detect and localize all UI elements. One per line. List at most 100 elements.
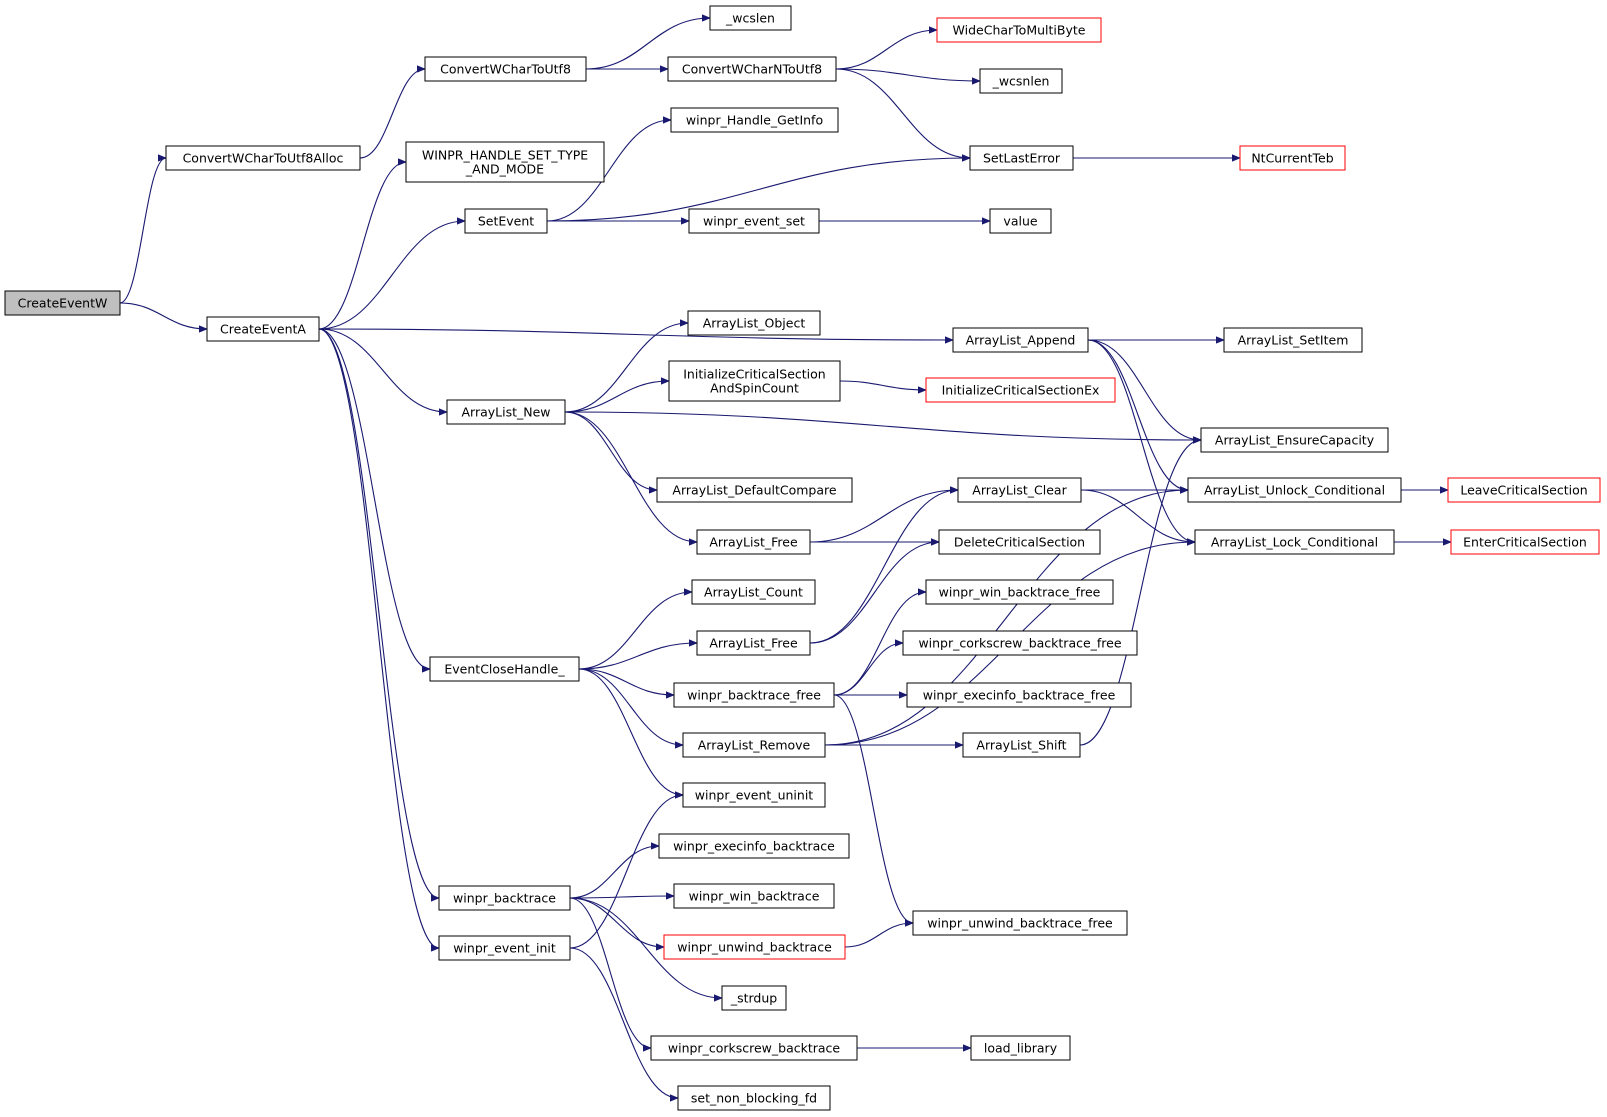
node-label: InitializeCriticalSectionEx: [942, 383, 1100, 398]
node-label-line: _strdup: [730, 991, 777, 1006]
node-label: CreateEventA: [220, 322, 306, 337]
node-label: winpr_backtrace_free: [687, 688, 821, 703]
node-label: WideCharToMultiByte: [953, 23, 1086, 38]
node-winpr_unwind_backtrace_free[interactable]: winpr_unwind_backtrace_free: [912, 910, 1128, 936]
node-winpr_handle_set_type[interactable]: WINPR_HANDLE_SET_TYPE_AND_MODE: [405, 141, 605, 183]
node-createeventw[interactable]: CreateEventW: [4, 290, 121, 316]
node-setevent[interactable]: SetEvent: [464, 208, 548, 234]
node-winpr_execinfo_backtrace_free[interactable]: winpr_execinfo_backtrace_free: [906, 682, 1132, 708]
node-createeventa[interactable]: CreateEventA: [206, 316, 320, 342]
node-label: ConvertWCharToUtf8Alloc: [183, 151, 344, 166]
node-label: ArrayList_Clear: [972, 483, 1067, 498]
node-arraylist_shift[interactable]: ArrayList_Shift: [962, 732, 1081, 758]
node-winpr_event_set[interactable]: winpr_event_set: [688, 208, 820, 234]
edge-arraylist_new-to-arraylist_defaultcompare: [564, 411, 657, 490]
node-winpr_handle_getinfo[interactable]: winpr_Handle_GetInfo: [670, 107, 839, 133]
node-arraylist_append[interactable]: ArrayList_Append: [952, 327, 1089, 353]
node-label: SetEvent: [478, 214, 534, 229]
node-arraylist_new[interactable]: ArrayList_New: [446, 399, 566, 425]
node-convertwchartoutf8alloc[interactable]: ConvertWCharToUtf8Alloc: [165, 145, 361, 171]
node-arraylist_defaultcompare[interactable]: ArrayList_DefaultCompare: [656, 477, 853, 503]
node-winpr_win_backtrace[interactable]: winpr_win_backtrace: [673, 883, 835, 909]
node-box: [663, 934, 846, 960]
node-label: ArrayList_Append: [966, 333, 1076, 348]
edge-convertwcharntoutf8-to-widechartomultibyte: [835, 30, 937, 70]
node-box: [938, 529, 1101, 555]
edge-createeventa-to-winpr_event_init: [318, 328, 440, 948]
node-leavecriticalsection[interactable]: LeaveCriticalSection: [1447, 477, 1601, 503]
node-label-line: CreateEventW: [18, 296, 108, 311]
node-label: winpr_event_set: [703, 214, 805, 229]
node-widechartomultibyte[interactable]: WideCharToMultiByte: [936, 17, 1102, 43]
edge-createeventa-to-winpr_backtrace: [318, 328, 440, 898]
node-label-line: _wcsnlen: [992, 74, 1050, 89]
node-arraylist_remove[interactable]: ArrayList_Remove: [682, 732, 826, 758]
node-label-line: winpr_backtrace: [453, 891, 556, 906]
node-box: [206, 316, 320, 342]
node-load_library[interactable]: load_library: [970, 1035, 1071, 1061]
edge-eventclosehandle-to-arraylist_remove: [578, 668, 683, 745]
node-arraylist_free_1[interactable]: ArrayList_Free: [696, 529, 811, 555]
node-arraylist_object[interactable]: ArrayList_Object: [687, 310, 821, 336]
node-wcsnlen[interactable]: _wcsnlen: [979, 68, 1063, 94]
node-label: _strdup: [730, 991, 777, 1006]
node-wcslen[interactable]: _wcslen: [709, 5, 792, 31]
node-box: [4, 290, 121, 316]
node-label: winpr_win_backtrace: [689, 889, 820, 904]
node-winpr_win_backtrace_free[interactable]: winpr_win_backtrace_free: [925, 579, 1114, 605]
node-convertwcharntoutf8[interactable]: ConvertWCharNToUtf8: [667, 56, 837, 82]
node-set_non_blocking_fd[interactable]: set_non_blocking_fd: [677, 1085, 831, 1111]
node-arraylist_ensurecapacity[interactable]: ArrayList_EnsureCapacity: [1200, 427, 1389, 453]
edge-arraylist_shift-to-arraylist_ensurecapacity: [1079, 440, 1201, 746]
node-arraylist_count[interactable]: ArrayList_Count: [691, 579, 816, 605]
node-arraylist_setitem[interactable]: ArrayList_SetItem: [1223, 327, 1363, 353]
edge-createeventw-to-createeventa: [119, 302, 207, 329]
node-setlasterror[interactable]: SetLastError: [969, 145, 1074, 171]
node-winpr_event_uninit[interactable]: winpr_event_uninit: [682, 782, 826, 808]
node-winpr_corkscrew_backtrace_free[interactable]: winpr_corkscrew_backtrace_free: [902, 630, 1138, 656]
node-arraylist_unlock_conditional[interactable]: ArrayList_Unlock_Conditional: [1187, 477, 1402, 503]
node-label: ArrayList_Free: [709, 636, 798, 651]
node-box: [429, 656, 580, 682]
edge-arraylist_free_2-to-deletecriticalsection: [809, 542, 939, 644]
node-winpr_backtrace_free[interactable]: winpr_backtrace_free: [673, 682, 835, 708]
node-value[interactable]: value: [989, 208, 1052, 234]
node-label-line: winpr_Handle_GetInfo: [686, 113, 823, 128]
edge-eventclosehandle-to-arraylist_free_2: [578, 643, 697, 670]
edge-winpr_backtrace_free-to-winpr_corkscrew_backtrace_free: [833, 643, 903, 696]
node-convertwchartoutf8[interactable]: ConvertWCharToUtf8: [424, 56, 587, 82]
node-label-line: ArrayList_SetItem: [1238, 333, 1349, 348]
node-winpr_backtrace[interactable]: winpr_backtrace: [438, 885, 571, 911]
edge-arraylist_new-to-arraylist_object: [564, 323, 688, 413]
edge-convertwcharntoutf8-to-setlasterror: [835, 68, 970, 158]
node-box: [912, 910, 1128, 936]
node-arraylist_clear[interactable]: ArrayList_Clear: [957, 477, 1082, 503]
node-ntcurrentteb[interactable]: NtCurrentTeb: [1239, 145, 1346, 171]
node-winpr_unwind_backtrace[interactable]: winpr_unwind_backtrace: [663, 934, 846, 960]
node-entercriticalsection[interactable]: EnterCriticalSection: [1450, 529, 1600, 555]
node-arraylist_free_2[interactable]: ArrayList_Free: [696, 630, 811, 656]
node-label: ArrayList_EnsureCapacity: [1215, 433, 1375, 448]
node-initcritsecex[interactable]: InitializeCriticalSectionEx: [925, 377, 1116, 403]
node-winpr_corkscrew_backtrace[interactable]: winpr_corkscrew_backtrace: [650, 1035, 858, 1061]
node-eventclosehandle[interactable]: EventCloseHandle_: [429, 656, 580, 682]
node-label: ArrayList_Lock_Conditional: [1211, 535, 1378, 550]
edges: [119, 18, 1451, 1098]
node-label-line: ArrayList_Remove: [698, 738, 811, 753]
node-label: winpr_execinfo_backtrace: [673, 839, 835, 854]
node-label-line: WideCharToMultiByte: [953, 23, 1086, 38]
node-arraylist_lock_conditional[interactable]: ArrayList_Lock_Conditional: [1194, 529, 1395, 555]
node-label-line: ArrayList_Free: [709, 636, 798, 651]
node-box: [696, 630, 811, 656]
edge-winpr_event_init-to-winpr_event_uninit: [569, 795, 683, 949]
node-winpr_execinfo_backtrace[interactable]: winpr_execinfo_backtrace: [658, 833, 850, 859]
node-strdup[interactable]: _strdup: [721, 985, 787, 1011]
node-deletecriticalsection[interactable]: DeleteCriticalSection: [938, 529, 1101, 555]
edge-winpr_backtrace-to-strdup: [569, 897, 722, 998]
node-label-line: ArrayList_Append: [966, 333, 1076, 348]
node-box: [668, 360, 841, 402]
node-winpr_event_init[interactable]: winpr_event_init: [438, 935, 571, 961]
node-label-line: winpr_win_backtrace: [689, 889, 820, 904]
